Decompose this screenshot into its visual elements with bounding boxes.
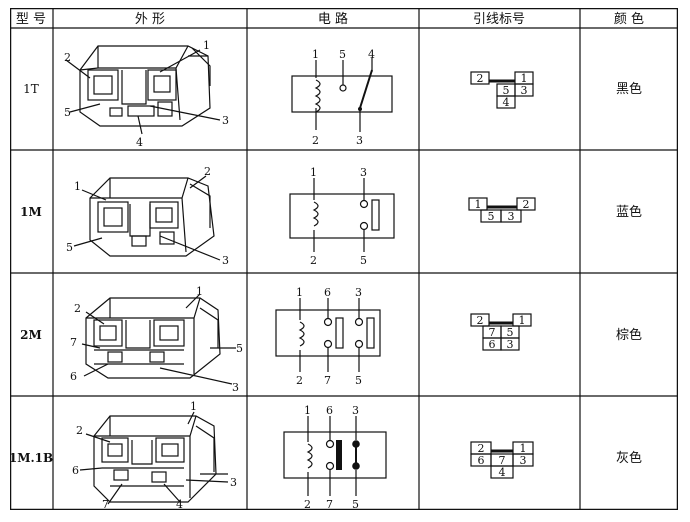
outline-label: 1 bbox=[196, 285, 203, 298]
model-1m: 1M bbox=[20, 205, 42, 219]
outline-label: 4 bbox=[136, 136, 143, 149]
pin-label: 3 bbox=[521, 84, 528, 97]
outline-label: 2 bbox=[64, 51, 71, 64]
pin-label: 1 bbox=[520, 442, 527, 455]
outline-label: 2 bbox=[76, 424, 83, 437]
pin-label: 7 bbox=[499, 454, 506, 467]
circuit-label: 3 bbox=[356, 134, 363, 147]
outline-label: 2 bbox=[204, 165, 211, 178]
pin-label: 1 bbox=[475, 198, 482, 211]
outline-drawing-1m1b bbox=[79, 411, 229, 505]
relay-table: 型 号 外 形 电 路 引线标号 颜 色 1T 1M 2M 1M.1B 黑色 蓝… bbox=[10, 8, 678, 510]
circuit-label: 2 bbox=[310, 254, 317, 267]
pin-label: 2 bbox=[477, 72, 484, 85]
table-grid bbox=[10, 8, 678, 510]
model-1m1b: 1M.1B bbox=[10, 451, 53, 465]
pin-label: 2 bbox=[477, 314, 484, 327]
model-2m: 2M bbox=[20, 328, 42, 342]
outline-label: 7 bbox=[70, 336, 77, 349]
color-1m1b: 灰色 bbox=[616, 450, 642, 466]
circuit-diagram-2m bbox=[275, 298, 381, 372]
pin-label: 2 bbox=[523, 198, 530, 211]
circuit-label: 6 bbox=[324, 286, 331, 299]
outline-label: 1 bbox=[203, 39, 210, 52]
outline-label: 2 bbox=[74, 302, 81, 315]
outline-label: 1 bbox=[74, 180, 81, 193]
pin-label: 5 bbox=[503, 84, 510, 97]
outline-label: 6 bbox=[72, 464, 79, 477]
circuit-diagram-1m1b bbox=[283, 416, 387, 496]
circuit-label: 2 bbox=[312, 134, 319, 147]
circuit-label: 5 bbox=[339, 48, 346, 61]
pin-label: 4 bbox=[503, 96, 510, 109]
outline-label: 5 bbox=[64, 106, 71, 119]
header-color: 颜 色 bbox=[614, 11, 644, 27]
pin-map-1m bbox=[468, 197, 536, 223]
outline-label: 3 bbox=[222, 254, 229, 267]
circuit-label: 5 bbox=[360, 254, 367, 267]
outline-label: 3 bbox=[232, 381, 239, 394]
header-outline: 外 形 bbox=[135, 12, 165, 27]
circuit-label: 1 bbox=[304, 404, 311, 417]
header-model: 型 号 bbox=[16, 12, 46, 27]
outline-drawing-1m bbox=[73, 175, 221, 261]
pin-map-1m1b bbox=[470, 441, 534, 479]
circuit-label: 6 bbox=[326, 404, 333, 417]
circuit-label: 1 bbox=[312, 48, 319, 61]
pin-label: 3 bbox=[507, 338, 514, 351]
color-1t: 黑色 bbox=[616, 81, 642, 97]
outline-label: 5 bbox=[66, 241, 73, 254]
outline-label: 6 bbox=[70, 370, 77, 383]
circuit-label: 2 bbox=[304, 498, 311, 510]
outline-label: 1 bbox=[190, 400, 197, 413]
outline-label: 5 bbox=[236, 342, 243, 355]
pin-label: 6 bbox=[478, 454, 485, 467]
pin-label: 5 bbox=[488, 210, 495, 223]
pin-label: 6 bbox=[489, 338, 496, 351]
circuit-diagram-1m bbox=[289, 178, 395, 252]
pin-label: 5 bbox=[507, 326, 514, 339]
circuit-label: 7 bbox=[324, 374, 331, 387]
circuit-label: 4 bbox=[368, 48, 375, 61]
circuit-label: 7 bbox=[326, 498, 333, 510]
circuit-label: 3 bbox=[352, 404, 359, 417]
color-2m: 棕色 bbox=[616, 327, 642, 343]
circuit-label: 1 bbox=[310, 166, 317, 179]
model-1t: 1T bbox=[23, 82, 39, 96]
header-row: 型 号 外 形 电 路 引线标号 颜 色 bbox=[16, 11, 644, 27]
header-pin-map: 引线标号 bbox=[473, 12, 525, 27]
pin-map-2m bbox=[470, 313, 532, 351]
pin-label: 3 bbox=[520, 454, 527, 467]
color-1m: 蓝色 bbox=[616, 204, 642, 220]
circuit-label: 1 bbox=[296, 286, 303, 299]
outline-label: 3 bbox=[222, 114, 229, 127]
outline-drawing-2m bbox=[81, 293, 236, 385]
circuit-label: 3 bbox=[360, 166, 367, 179]
pin-label: 1 bbox=[519, 314, 526, 327]
outline-drawing-1t bbox=[65, 45, 221, 135]
pin-label: 4 bbox=[499, 466, 506, 479]
header-circuit: 电 路 bbox=[318, 11, 348, 27]
outline-label: 7 bbox=[102, 498, 109, 510]
pin-label: 1 bbox=[521, 72, 528, 85]
pin-label: 2 bbox=[478, 442, 485, 455]
circuit-label: 2 bbox=[296, 374, 303, 387]
pin-map-1t bbox=[470, 71, 534, 109]
circuit-label: 3 bbox=[355, 286, 362, 299]
pin-label: 3 bbox=[508, 210, 515, 223]
pin-label: 7 bbox=[489, 326, 496, 339]
outline-label: 4 bbox=[176, 498, 183, 510]
circuit-label: 5 bbox=[355, 374, 362, 387]
outline-label: 3 bbox=[230, 476, 237, 489]
circuit-diagram-1t bbox=[291, 58, 393, 132]
circuit-label: 5 bbox=[352, 498, 359, 510]
